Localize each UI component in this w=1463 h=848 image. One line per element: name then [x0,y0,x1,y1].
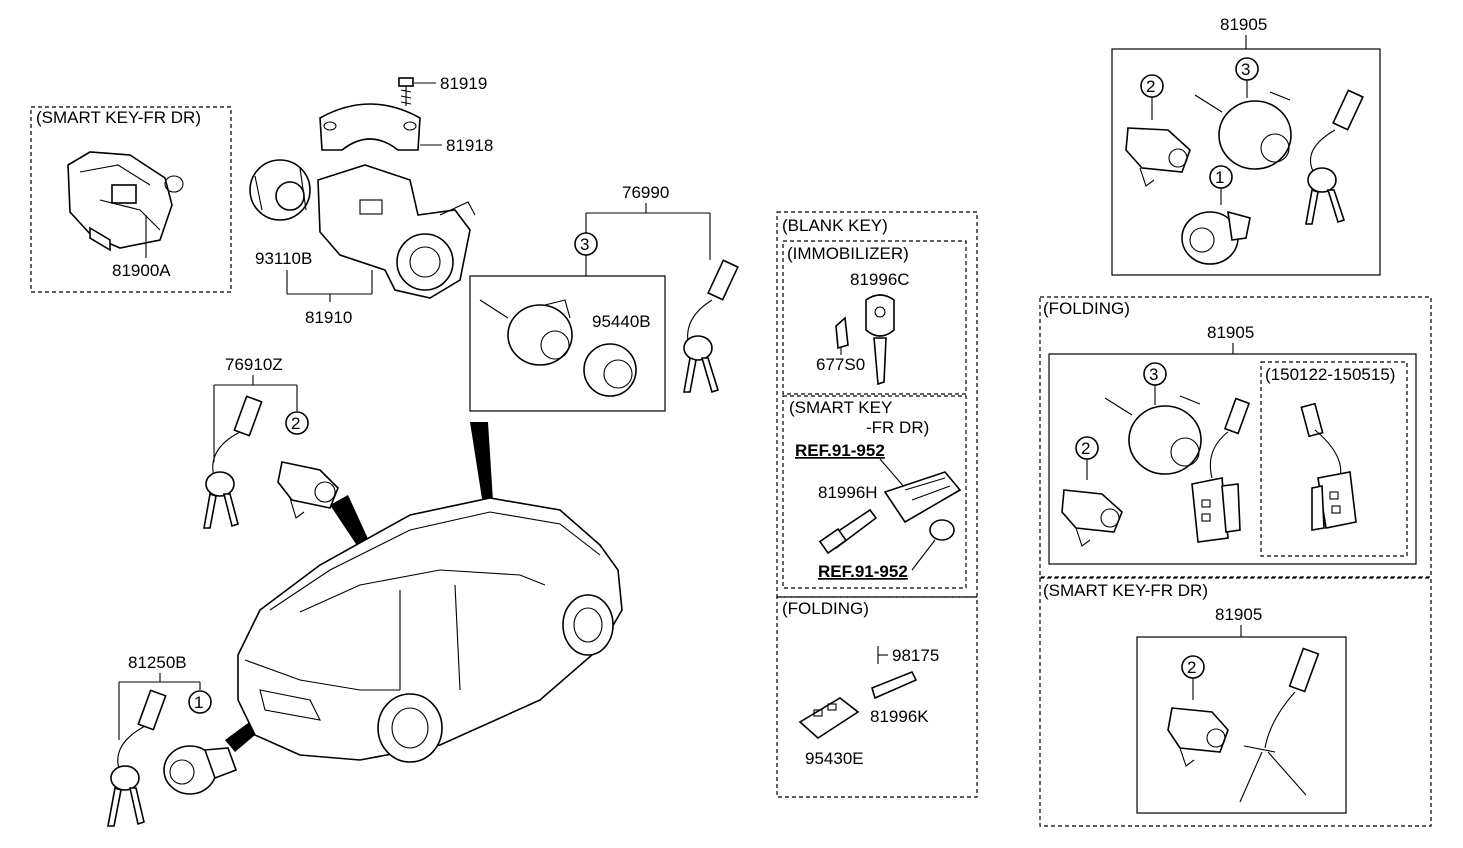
ignition-switch-icon [1104,395,1202,475]
part-label-81996C: 81996C [850,270,910,289]
part-label-81900A: 81900A [112,261,171,280]
group-label-smart-key-line2: -FR DR) [866,418,929,437]
screw-icon [398,77,414,106]
folding-key-blade-icon [871,670,918,700]
group-81905-folding: (FOLDING) 81905 (150122-150515) 3 2 [1039,296,1432,578]
cylinder-ring-icon [583,343,637,397]
part-label-677S0: 677S0 [816,355,865,374]
group-81250B: 81250B 1 [107,653,238,827]
door-lock-cylinder-icon [1167,707,1229,767]
emergency-key-blade-icon [818,508,878,555]
folding-key-fob-icon [1300,402,1357,531]
callout-3-folding: 3 [1149,365,1158,384]
key-with-fob-icon [107,689,167,827]
part-label-81996H: 81996H [818,483,878,502]
steering-lock-assembly: 81919 81918 93110B 81910 [249,74,493,327]
part-label-95430E: 95430E [805,749,864,768]
door-lock-cylinder-icon [1125,127,1191,187]
lock-body-icon [317,164,476,299]
transponder-chip-icon [835,316,849,350]
group-blank-key: (BLANK KEY) (IMMOBILIZER) 81996C 677S0 (… [776,211,978,798]
part-label-81919: 81919 [440,74,487,93]
ref-link-91-952[interactable]: REF.91-952 [818,562,908,581]
group-label-folding: (FOLDING) [782,599,869,618]
callout-1-top: 1 [1215,168,1224,187]
ignition-switch-icon [479,299,573,366]
group-label-smart-key-line1: (SMART KEY [789,398,892,417]
group-label-folding-right: (FOLDING) [1043,299,1130,318]
callout-1-81250B: 1 [194,693,203,712]
group-smart-key-fr-dr-left: (SMART KEY-FR DR) 81900A [30,106,232,293]
part-label-81905-top: 81905 [1220,15,1267,34]
part-label-95440B: 95440B [592,312,651,331]
part-label-81910: 81910 [305,308,352,327]
blank-key-icon [865,294,895,386]
group-76990: 76990 3 95440B [469,183,739,412]
part-label-81996K: 81996K [870,707,929,726]
part-label-76990: 76990 [622,183,669,202]
group-76910Z: 76910Z 2 [203,355,339,529]
key-with-fob-icon [1305,89,1364,225]
callout-3-76990: 3 [580,235,589,254]
part-label-81250B: 81250B [128,653,187,672]
part-label-76910Z: 76910Z [225,355,283,374]
part-label-81905-folding: 81905 [1207,323,1254,342]
part-label-93110B: 93110B [255,249,312,268]
coin-battery-icon [929,519,955,541]
folding-key-fob-icon [1191,397,1251,543]
callout-3-top: 3 [1241,60,1250,79]
smart-key-fob-icon [883,471,962,524]
callout-2-folding: 2 [1081,439,1090,458]
ref-link-91-952[interactable]: REF.91-952 [795,441,885,460]
clamp-bracket-icon [319,103,421,151]
callout-2-smart: 2 [1187,658,1196,677]
mechanical-key-icon [1239,647,1320,803]
key-pin-icon [877,646,888,664]
trunk-lock-cylinder-icon [163,745,238,795]
group-label-date-range: (150122-150515) [1265,365,1395,384]
part-label-98175: 98175 [892,646,939,665]
folding-key-fob-icon [798,697,860,740]
ignition-switch-icon [1194,91,1292,170]
door-lock-cylinder-icon [1061,489,1123,547]
door-lock-cylinder-icon [277,461,339,519]
group-label-blank-key: (BLANK KEY) [782,216,888,235]
group-label-immobilizer: (IMMOBILIZER) [787,244,909,263]
group-81905-smart-key: (SMART KEY-FR DR) 81905 2 [1039,577,1432,827]
callout-2-76910Z: 2 [291,414,300,433]
trunk-lock-cylinder-icon [1181,210,1251,265]
steering-lock-housing-icon [67,151,184,252]
part-label-81905-smart: 81905 [1215,605,1262,624]
vehicle-sedan-icon [237,497,623,763]
part-label-81918: 81918 [446,136,493,155]
group-label-smart-key-fr-dr-right: (SMART KEY-FR DR) [1043,581,1208,600]
lock-cylinder-icon [249,159,311,221]
key-with-fob-icon [203,395,263,529]
group-81905-top: 81905 2 3 1 [1111,15,1381,276]
group-label-smart-key-fr-dr: (SMART KEY-FR DR) [36,108,201,127]
callout-2-top: 2 [1146,77,1155,96]
key-with-fob-icon [683,259,739,394]
